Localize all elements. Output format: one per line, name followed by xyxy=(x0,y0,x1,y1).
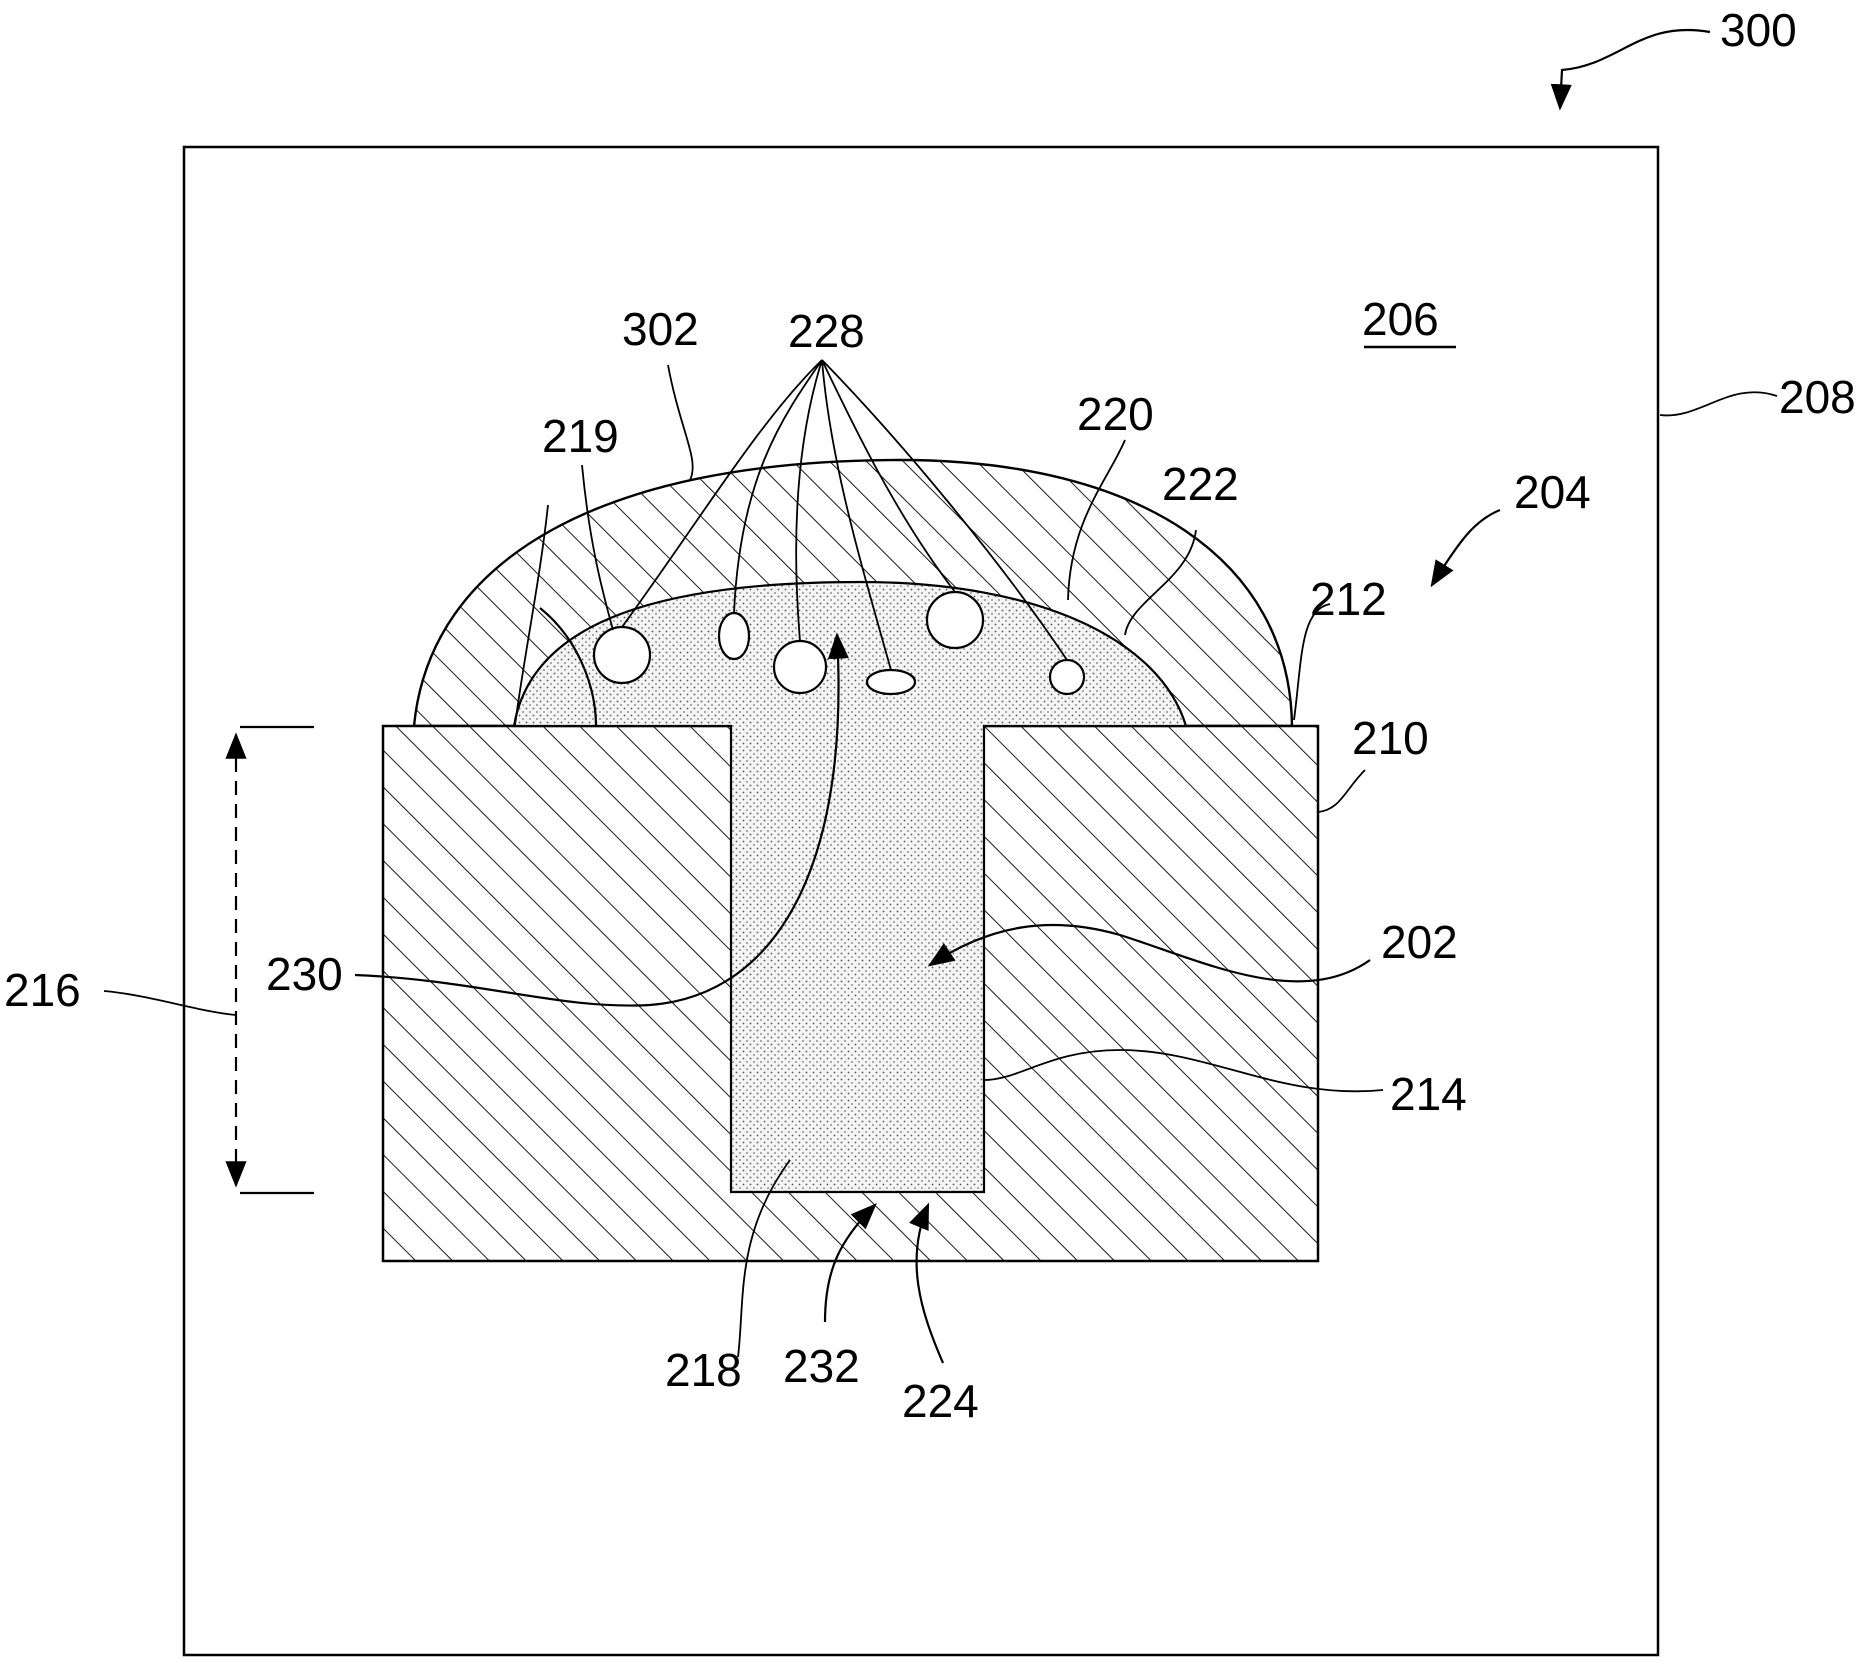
label-222: 222 xyxy=(1162,458,1239,510)
label-216: 216 xyxy=(4,964,81,1016)
label-218: 218 xyxy=(665,1344,742,1396)
void xyxy=(719,613,749,659)
label-202: 202 xyxy=(1381,916,1458,968)
void xyxy=(774,641,826,693)
label-220: 220 xyxy=(1077,388,1154,440)
label-219: 219 xyxy=(542,410,619,462)
label-224: 224 xyxy=(902,1375,979,1427)
label-214: 214 xyxy=(1390,1068,1467,1120)
label-228: 228 xyxy=(788,305,865,357)
label-212: 212 xyxy=(1310,573,1387,625)
label-210: 210 xyxy=(1352,712,1429,764)
label-230: 230 xyxy=(266,948,343,1000)
label-232: 232 xyxy=(783,1340,860,1392)
label-206: 206 xyxy=(1362,293,1439,345)
label-208: 208 xyxy=(1779,371,1856,423)
void xyxy=(594,627,650,683)
label-302: 302 xyxy=(622,303,699,355)
label-204: 204 xyxy=(1514,466,1591,518)
leader-208 xyxy=(1660,392,1777,415)
void xyxy=(927,592,983,648)
leader-300 xyxy=(1560,30,1710,108)
void xyxy=(1050,660,1084,694)
void xyxy=(867,670,915,694)
label-300: 300 xyxy=(1720,4,1797,56)
